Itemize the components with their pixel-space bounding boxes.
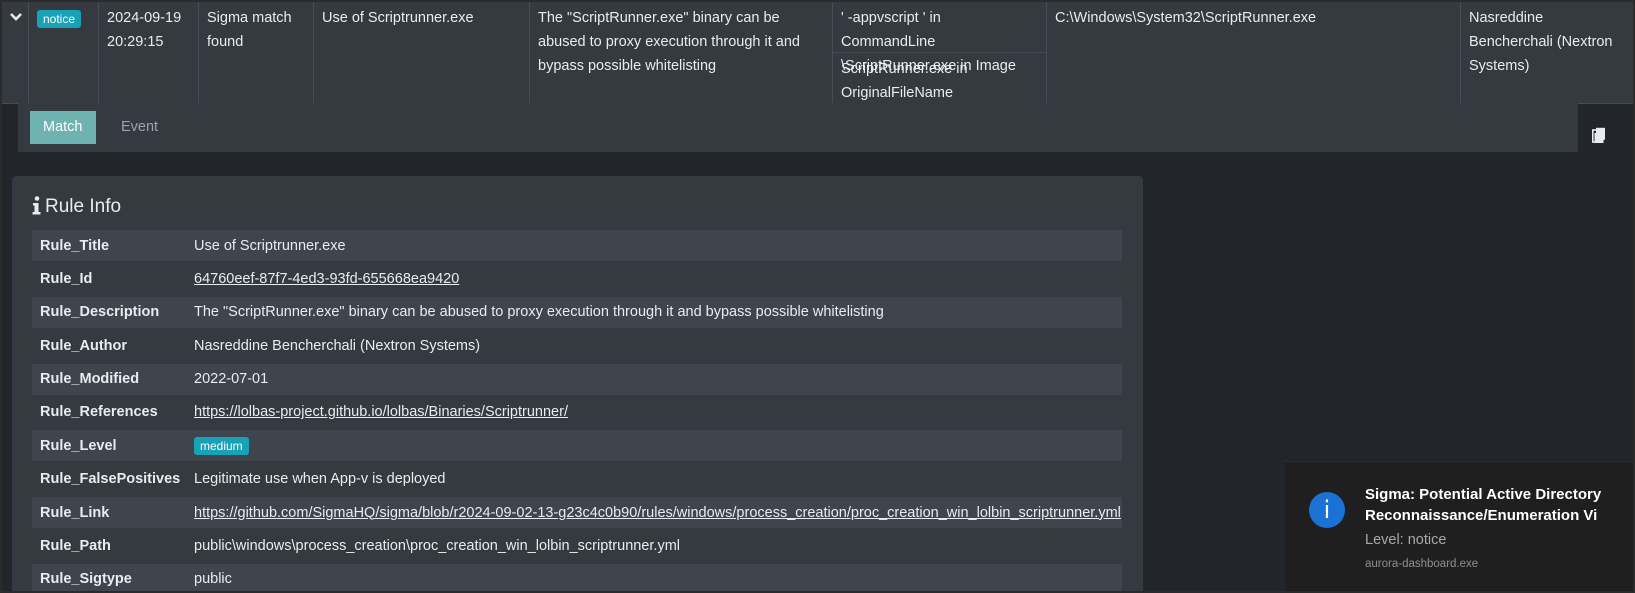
row-value: Legitimate use when App-v is deployed [194, 471, 446, 488]
event-time: 20:29:15 [107, 34, 164, 50]
toast-title: Sigma: Potential Active Directory Reconn… [1365, 486, 1602, 524]
rule-references-row: Rule_References https://lolbas-project.g… [32, 397, 1122, 428]
notification-toast[interactable]: i Sigma: Potential Active Directory Reco… [1285, 461, 1633, 591]
rule-id-link[interactable]: 64760eef-87f7-4ed3-93fd-655668ea9420 [194, 270, 460, 287]
rule-link-row: Rule_Link https://github.com/SigmaHQ/sig… [32, 497, 1122, 529]
event-table-row[interactable]: notice 2024-09-19 20:29:15 Sigma match f… [2, 2, 1633, 104]
reference-link[interactable]: https://lolbas-project.github.io/lolbas/… [194, 404, 568, 421]
match-group-1: ' -appvscript ' in CommandLine \ScriptRu… [833, 2, 1046, 74]
row-key: Rule_Link [40, 504, 110, 521]
row-value: public [194, 571, 232, 588]
row-value: 2022-07-01 [194, 371, 269, 388]
row-key: Rule_Path [40, 538, 111, 555]
card-title-text: Rule Info [45, 196, 122, 217]
row-key: Rule_References [40, 404, 158, 421]
card-title: Rule Info [32, 194, 121, 220]
rule-title-cell: Use of Scriptrunner.exe [314, 2, 530, 103]
info-icon [32, 196, 41, 215]
level-badge: medium [194, 436, 249, 455]
row-key: Rule_Description [40, 304, 160, 321]
rule-path-row: Rule_Path public\windows\process_creatio… [32, 531, 1122, 562]
rule-info-table: Rule_Title Use of Scriptrunner.exe Rule_… [32, 230, 1122, 591]
toast-app-name: aurora-dashboard.exe [1365, 558, 1479, 570]
rule-description-row: Rule_Description The "ScriptRunner.exe" … [32, 296, 1122, 328]
row-value: Nasreddine Bencherchali (Nextron Systems… [194, 337, 481, 354]
rule-modified-row: Rule_Modified 2022-07-01 [32, 363, 1122, 395]
level-badge: notice [37, 10, 82, 28]
match-group-2: ScriptRunner.exe in OriginalFileName [833, 52, 1046, 102]
event-type-cell: Sigma match found [199, 2, 314, 103]
matches-cell: ' -appvscript ' in CommandLine \ScriptRu… [833, 2, 1047, 103]
match-item: \ScriptRunner.exe in Image [841, 58, 1016, 74]
author-cell: Nasreddine Bencherchali (Nextron Systems… [1469, 10, 1613, 74]
tab-event[interactable]: Event [121, 119, 159, 135]
copy-icon[interactable] [1592, 127, 1606, 144]
row-key: Rule_Title [40, 237, 110, 254]
rule-falsepositives-row: Rule_FalsePositives Legitimate use when … [32, 464, 1122, 495]
description-cell: The "ScriptRunner.exe" binary can be abu… [530, 2, 833, 103]
match-item: ScriptRunner.exe in OriginalFileName [841, 61, 968, 101]
chevron-down-icon[interactable] [9, 12, 23, 22]
row-key: Rule_Id [40, 270, 93, 287]
rule-sigtype-row: Rule_Sigtype public [32, 563, 1122, 591]
rule-author-row: Rule_Author Nasreddine Bencherchali (Nex… [32, 330, 1122, 361]
row-key: Rule_FalsePositives [40, 471, 181, 488]
row-value: Use of Scriptrunner.exe [194, 237, 346, 254]
tab-match[interactable]: Match [30, 111, 96, 144]
row-key: Rule_Author [40, 337, 127, 354]
timestamp-cell: 2024-09-19 20:29:15 [99, 2, 199, 103]
rule-id-row: Rule_Id 64760eef-87f7-4ed3-93fd-655668ea… [32, 263, 1122, 294]
expand-cell[interactable] [2, 2, 29, 103]
info-icon: i [1309, 492, 1345, 528]
match-item: ' -appvscript ' in CommandLine [841, 10, 941, 50]
row-key: Rule_Modified [40, 371, 140, 388]
row-value: public\windows\process_creation\proc_cre… [194, 538, 680, 555]
toast-level: Level: notice [1365, 532, 1447, 548]
detail-tab-bar: Match Event [18, 103, 1578, 152]
rule-info-card: Rule Info Rule_Title Use of Scriptrunner… [12, 176, 1143, 591]
row-value: The "ScriptRunner.exe" binary can be abu… [194, 304, 884, 321]
rule-level-row: Rule_Level medium [32, 430, 1122, 462]
row-key: Rule_Sigtype [40, 571, 132, 588]
event-date: 2024-09-19 [107, 10, 182, 26]
rule-link[interactable]: https://github.com/SigmaHQ/sigma/blob/r2… [194, 504, 1121, 521]
row-key: Rule_Level [40, 437, 117, 454]
level-cell: notice [29, 2, 99, 103]
image-path-cell: C:\Windows\System32\ScriptRunner.exe [1047, 2, 1461, 103]
rule-title-row: Rule_Title Use of Scriptrunner.exe [32, 230, 1122, 261]
